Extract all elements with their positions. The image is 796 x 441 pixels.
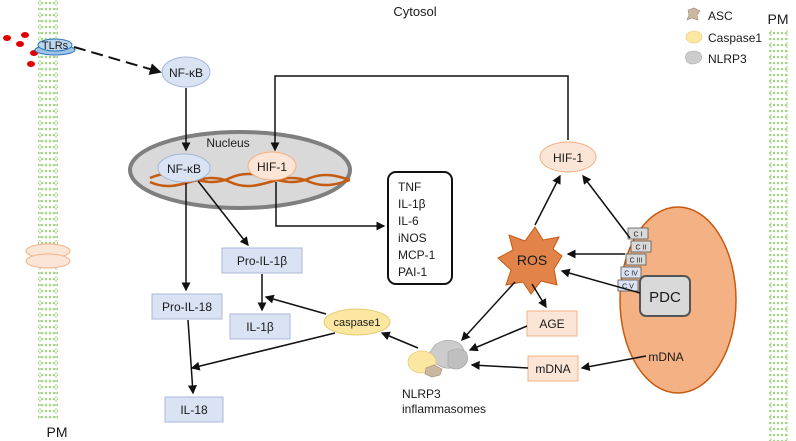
ligand-dot [16, 41, 24, 47]
pdc-label: PDC [649, 289, 681, 306]
arrow-caspase1-il1b [264, 294, 327, 315]
mitochondrion: PDC mDNA C I C II C III C IV C V [617, 206, 737, 394]
nfkb-nuclear-label: NF-κB [167, 162, 201, 176]
cytokine-item: IL-1β [398, 197, 426, 211]
cytosol-label: Cytosol [393, 4, 436, 19]
pro-il1b-box [221, 247, 303, 274]
arrow-caspase1-il18 [190, 332, 336, 371]
caspase1-node [323, 308, 391, 336]
arrow-mito-mdna [580, 355, 647, 372]
tlrs-label: TLRs [42, 40, 69, 52]
legend-item-caspase1: Caspase1 [685, 30, 762, 45]
legend: ASC Caspase1 NLRP3 [685, 7, 762, 66]
arrow-proil18-il18 [187, 319, 197, 395]
nlrp3-label-line1: NLRP3 [402, 387, 441, 401]
pdc-box [639, 275, 691, 317]
pro-il18-box [151, 293, 223, 320]
legend-item-asc: ASC [686, 7, 733, 23]
age-box [526, 310, 578, 337]
tlrs-receptor: TLRs [34, 38, 76, 56]
nlrp3-label-line2: inflammasomes [402, 402, 486, 416]
arrow-age-nlrp3 [468, 325, 528, 352]
caspase1-icon [685, 30, 703, 44]
complex-label: C I [634, 232, 643, 239]
arrow-hif1-translocate [270, 75, 569, 152]
legend-item-nlrp3: NLRP3 [685, 50, 747, 66]
nfkb-cytosol-label: NF-κB [169, 66, 203, 80]
arrow-pdc-ros [560, 268, 641, 294]
nlrp3-icon [685, 50, 703, 65]
il18-box [164, 396, 224, 423]
asc-icon [424, 364, 443, 378]
age-label: AGE [539, 317, 564, 331]
nlrp3-inflammasome-cluster [407, 339, 468, 378]
cytokine-item: TNF [398, 180, 421, 194]
ros-label: ROS [517, 252, 547, 268]
ros-starburst [497, 226, 563, 295]
complex-box [627, 227, 649, 240]
legend-label: ASC [708, 9, 733, 23]
cytokine-item: IL-6 [398, 214, 419, 228]
nlrp3-icon [447, 348, 468, 370]
mdna-box-label: mDNA [535, 362, 570, 376]
il18-label: IL-18 [180, 403, 208, 417]
arrow-mdna-nlrp3 [470, 360, 529, 370]
asc-icon [686, 7, 701, 21]
arrow-nfkb-proil1b [197, 180, 249, 247]
membrane-right-beads [769, 30, 789, 441]
complex-box [630, 240, 652, 253]
mdna-box [527, 355, 579, 382]
membrane-channel [25, 243, 71, 269]
il1b-box [229, 313, 291, 340]
hif1-cytosol-node [539, 141, 597, 173]
arrow-tlrs-nfkb [73, 46, 162, 75]
arrow-mito-hif1 [582, 174, 631, 239]
hif1-nuclear-node [247, 151, 297, 181]
ligand-dots [3, 32, 38, 67]
ligand-dot [27, 61, 35, 67]
complex-label: C III [630, 258, 643, 265]
complex-box [625, 253, 647, 266]
hif1-nuclear-label: HIF-1 [257, 160, 287, 174]
plasma-membrane-left [38, 0, 58, 420]
legend-label: Caspase1 [708, 31, 762, 45]
membrane-left-beads [38, 0, 58, 420]
cytokine-item: MCP-1 [398, 248, 436, 262]
legend-label: NLRP3 [708, 52, 747, 66]
arrow-ros-hif1 [534, 174, 561, 226]
arrow-nlrp3-caspase1 [380, 331, 419, 349]
complex-box [620, 266, 642, 279]
complex-label: C IV [624, 271, 638, 278]
il1b-label: IL-1β [246, 320, 274, 334]
pro-il18-label: Pro-IL-18 [162, 300, 212, 314]
arrow-ros-age [531, 283, 547, 309]
nfkb-nuclear-node [157, 153, 211, 183]
respiratory-chain: C I C II C III C IV C V [617, 227, 652, 292]
pm-right-label: PM [768, 11, 789, 27]
pm-left-label: PM [47, 424, 68, 440]
complex-box [617, 279, 639, 292]
plasma-membrane-right [769, 30, 789, 441]
nfkb-cytosol-node [161, 56, 211, 88]
caspase1-label: caspase1 [333, 317, 380, 329]
ligand-dot [3, 35, 11, 41]
arrow-ros-nlrp3 [461, 281, 516, 341]
mdna-mito-label: mDNA [648, 350, 683, 364]
pro-il1b-label: Pro-IL-1β [237, 254, 287, 268]
nucleus-label: Nucleus [206, 136, 249, 150]
cytokine-item: PAI-1 [398, 265, 427, 279]
complex-label: C V [622, 284, 634, 291]
cytokine-item: iNOS [398, 231, 427, 245]
complex-label: C II [636, 245, 647, 252]
ligand-dot [21, 32, 29, 38]
arrows [73, 46, 647, 395]
hif1-cytosol-label: HIF-1 [553, 151, 583, 165]
nucleus: Nucleus NF-κB HIF-1 [128, 130, 352, 210]
arrow-hif1-cytokines [275, 182, 386, 231]
